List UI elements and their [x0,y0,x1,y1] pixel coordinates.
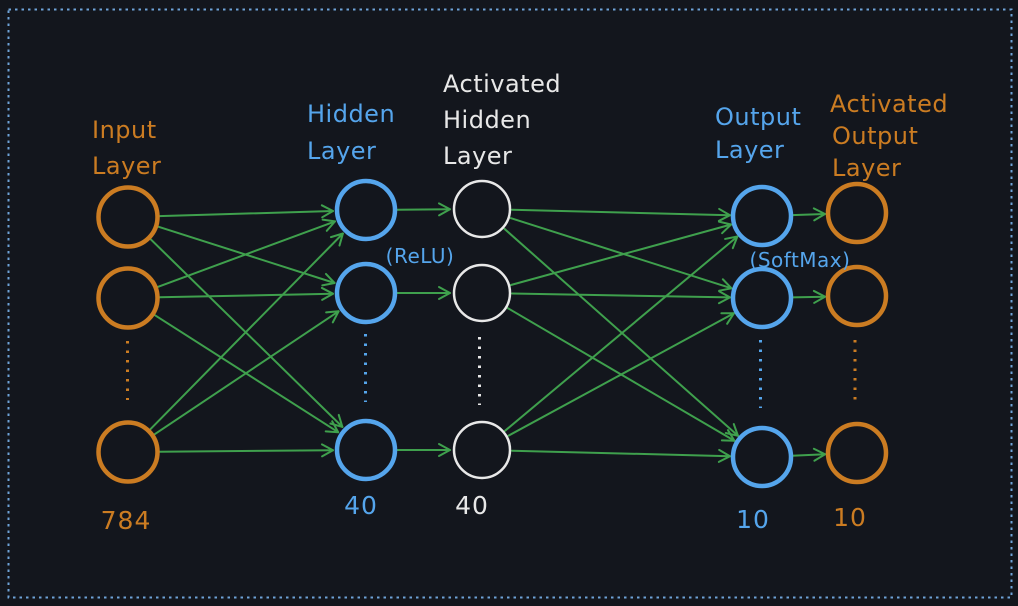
input-layer-nodes [96,185,160,484]
edge-act3-output2 [507,312,735,437]
activated-hidden-layer-label-line3: Layer [443,142,512,170]
output-layer-label-line2: Layer [715,136,784,164]
edges-hidden-to-activated [396,202,451,457]
edges-activated-to-output [503,207,739,463]
edges-input-to-hidden [148,204,344,458]
output-node-3 [730,425,794,489]
activated-output-layer-label-line2: Output [832,122,918,150]
input-layer-label-line1: Input [92,116,157,144]
input-node-2 [96,266,160,330]
edge-output3-actout3 [791,447,827,462]
hidden-node-3 [334,418,398,482]
activated-output-node-3 [825,421,889,485]
activated-hidden-count: 40 [455,491,489,520]
activated-hidden-layer-label-line2: Hidden [443,106,531,134]
edge-output2-actout2 [791,289,826,304]
edge-act1-output2 [509,217,733,292]
softmax-annotation: (SoftMax) [750,248,851,272]
output-node-2 [730,266,794,330]
output-node-1 [730,184,794,248]
edge-input2-hidden1 [156,218,336,289]
activated-output-layer-label-line1: Activated [830,90,948,118]
edge-act3-output1 [504,235,739,432]
input-node-3 [96,420,160,484]
input-layer-label-line2: Layer [92,152,161,180]
output-count: 10 [736,505,770,534]
edges-output-to-activated [791,207,827,462]
hidden-layer-label-line2: Layer [307,137,376,165]
hidden-layer-label-line1: Hidden [307,100,395,128]
activated-hidden-layer-nodes [452,179,512,480]
edge-act2-output2 [511,290,731,305]
output-layer-nodes [730,184,794,489]
edge-input2-hidden2 [158,286,334,301]
activated-hidden-node-2 [452,263,512,323]
input-count: 784 [101,506,152,535]
activated-output-count: 10 [833,503,867,532]
activated-output-node-2 [825,264,889,328]
activated-output-layer-label-line3: Layer [832,154,901,182]
output-layer-label-line1: Output [715,103,801,131]
activated-output-layer-nodes [825,181,889,485]
activated-output-node-1 [825,181,889,245]
edge-input1-hidden1 [158,204,334,219]
hidden-node-2 [334,261,398,325]
activated-hidden-layer-label-line1: Activated [443,70,561,98]
hidden-layer-nodes [334,178,398,482]
hidden-node-1 [334,178,398,242]
input-node-1 [96,185,160,249]
edge-input3-hidden3 [158,443,334,458]
edge-input3-hidden2 [152,310,340,436]
canvas-border [7,8,1013,599]
edge-act2-output1 [509,220,733,286]
relu-annotation: (ReLU) [386,244,455,268]
edge-output1-actout1 [791,207,826,222]
hidden-count: 40 [344,491,378,520]
edge-act3-output3 [511,448,731,463]
edge-act1-output1 [511,207,731,222]
edge-input3-hidden1 [148,232,344,431]
activated-hidden-node-3 [452,420,512,480]
activated-hidden-node-1 [452,179,512,239]
